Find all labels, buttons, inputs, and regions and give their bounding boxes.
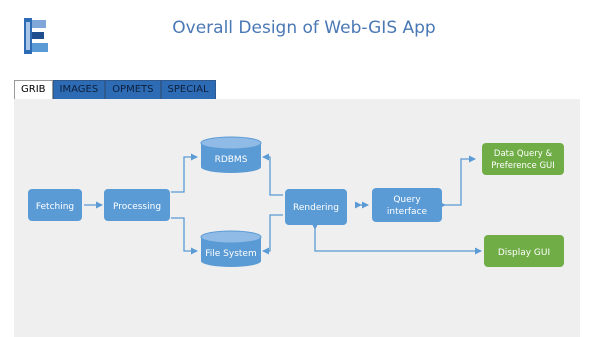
connector-lines: [84, 153, 482, 255]
app-logo-icon: [24, 18, 48, 54]
query-interface-label-line2: interface: [387, 207, 428, 217]
query-interface-label-line1: Query: [393, 195, 421, 205]
rendering-label: Rendering: [293, 203, 339, 213]
processing-node: Processing: [104, 189, 170, 221]
data-query-gui-node: Data Query & Preference GUI: [482, 143, 564, 175]
file-system-label: File System: [205, 249, 256, 259]
tab-opmets[interactable]: OPMETS: [105, 80, 161, 99]
display-gui-label: Display GUI: [498, 248, 550, 258]
rdbms-label: RDBMS: [215, 155, 248, 165]
rendering-node: Rendering: [285, 189, 347, 225]
app-header: Overall Design of Web-GIS App: [14, 0, 580, 82]
file-system-database-icon: File System: [200, 230, 262, 267]
data-query-gui-label-line2: Preference GUI: [491, 161, 555, 171]
page-title: Overall Design of Web-GIS App: [172, 18, 436, 38]
fetching-node: Fetching: [28, 189, 82, 221]
display-gui-node: Display GUI: [484, 235, 564, 267]
query-interface-node: Query interface: [372, 188, 442, 222]
processing-label: Processing: [113, 202, 161, 212]
fetching-label: Fetching: [36, 202, 74, 212]
data-query-gui-label-line1: Data Query &: [494, 149, 553, 159]
diagram-panel: Fetching Processing RDBMS File System Re…: [14, 99, 580, 337]
tab-images[interactable]: IMAGES: [52, 80, 106, 99]
tab-grib[interactable]: GRIB: [14, 80, 53, 99]
rdbms-database-icon: RDBMS: [200, 136, 262, 173]
tab-special[interactable]: SPECIAL: [160, 80, 216, 99]
tab-bar: GRIB IMAGES OPMETS SPECIAL: [14, 80, 216, 99]
architecture-diagram: Fetching Processing RDBMS File System Re…: [28, 136, 564, 267]
